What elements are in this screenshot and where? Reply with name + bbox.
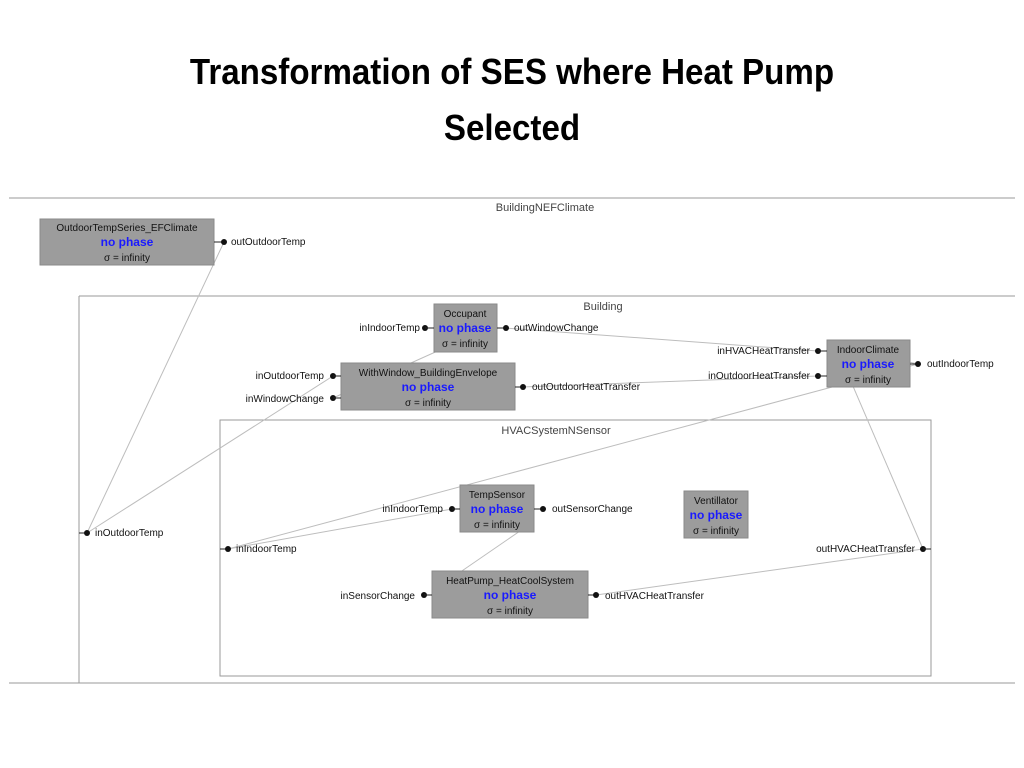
model-phase: no phase <box>690 508 743 522</box>
model-outdoor-temp-series[interactable]: OutdoorTempSeries_EFClimate no phase σ =… <box>39 218 215 266</box>
coupling-line <box>455 530 521 576</box>
model-phase: no phase <box>402 380 455 394</box>
coupling-line <box>86 241 225 534</box>
port-outdoor-out[interactable]: outOutdoorTemp <box>214 237 306 248</box>
model-phase: no phase <box>439 321 492 335</box>
model-name: HeatPump_HeatCoolSystem <box>446 576 574 587</box>
container-building: Building <box>78 295 1015 683</box>
port-building-in-outdoor[interactable]: inOutdoorTemp <box>79 528 164 539</box>
model-name: Occupant <box>444 309 487 320</box>
port-window-out[interactable]: outOutdoorHeatTransfer <box>515 382 641 393</box>
port-sensor-out[interactable]: outSensorChange <box>534 504 633 515</box>
model-phase: no phase <box>101 235 154 249</box>
coupling-lines <box>86 241 924 596</box>
container-label-building: Building <box>583 301 622 313</box>
ports: outOutdoorTemp inOutdoorTemp inIndoorTem… <box>79 237 994 602</box>
port-label: inWindowChange <box>246 394 325 405</box>
port-indoor-in-outdoor[interactable]: inOutdoorHeatTransfer <box>708 371 827 382</box>
port-heatpump-out[interactable]: outHVACHeatTransfer <box>588 591 705 602</box>
port-indoor-in-hvac[interactable]: inHVACHeatTransfer <box>717 346 827 357</box>
port-label: inOutdoorHeatTransfer <box>708 371 811 382</box>
port-window-in-outdoor[interactable]: inOutdoorTemp <box>256 371 341 382</box>
coupling-line <box>595 548 924 596</box>
port-window-in-change[interactable]: inWindowChange <box>246 394 341 405</box>
model-sigma: σ = infinity <box>405 398 451 409</box>
model-sigma: σ = infinity <box>693 526 739 537</box>
model-heat-pump[interactable]: HeatPump_HeatCoolSystem no phase σ = inf… <box>431 570 589 619</box>
container-label-hvac-system-n-sensor: HVACSystemNSensor <box>501 425 611 437</box>
coupling-line <box>227 363 919 550</box>
port-heatpump-in[interactable]: inSensorChange <box>341 591 433 602</box>
port-sensor-in[interactable]: inIndoorTemp <box>382 504 460 515</box>
port-label: inOutdoorTemp <box>95 528 164 539</box>
port-occupant-in[interactable]: inIndoorTemp <box>359 323 434 334</box>
slide-title-line-2: Selected <box>443 107 581 148</box>
container-building-nef-climate: BuildingNEFClimate <box>9 197 1015 684</box>
port-label: inIndoorTemp <box>382 504 443 515</box>
model-name: WithWindow_BuildingEnvelope <box>359 368 498 379</box>
port-label: outHVACHeatTransfer <box>816 544 916 555</box>
slide-title: Transformation of SES where Heat Pump Se… <box>41 44 983 156</box>
coupling-line <box>227 508 453 550</box>
port-label: outWindowChange <box>514 323 599 334</box>
slide-title-line-1: Transformation of SES where Heat Pump <box>189 51 835 92</box>
model-sigma: σ = infinity <box>442 339 488 350</box>
port-indoor-out[interactable]: outIndoorTemp <box>910 359 994 370</box>
coupling-line <box>504 327 819 352</box>
model-phase: no phase <box>842 357 895 371</box>
port-label: inIndoorTemp <box>359 323 420 334</box>
port-label: outHVACHeatTransfer <box>605 591 705 602</box>
model-temp-sensor[interactable]: TempSensor no phase σ = infinity <box>459 484 535 533</box>
model-sigma: σ = infinity <box>104 253 150 264</box>
port-hvac-out[interactable]: outHVACHeatTransfer <box>816 544 931 555</box>
model-sigma: σ = infinity <box>474 520 520 531</box>
port-label: inSensorChange <box>341 591 416 602</box>
port-label: inOutdoorTemp <box>256 371 325 382</box>
coupling-line <box>521 375 819 388</box>
container-label-building-nef-climate: BuildingNEFClimate <box>496 202 594 214</box>
port-label: inHVACHeatTransfer <box>717 346 810 357</box>
coupling-line <box>86 375 334 534</box>
container-hvac-system-n-sensor: HVACSystemNSensor <box>219 419 932 677</box>
model-sigma: σ = infinity <box>845 375 891 386</box>
port-hvac-in-indoor[interactable]: inIndoorTemp <box>220 544 297 555</box>
model-sigma: σ = infinity <box>487 606 533 617</box>
model-phase: no phase <box>471 502 524 516</box>
model-name: OutdoorTempSeries_EFClimate <box>56 223 198 234</box>
model-name: TempSensor <box>469 490 526 501</box>
model-with-window[interactable]: WithWindow_BuildingEnvelope no phase σ =… <box>340 362 516 411</box>
port-label: outOutdoorHeatTransfer <box>532 382 641 393</box>
model-indoor-climate[interactable]: IndoorClimate no phase σ = infinity <box>826 339 911 388</box>
port-label: outOutdoorTemp <box>231 237 306 248</box>
port-occupant-out[interactable]: outWindowChange <box>497 323 599 334</box>
model-ventillator[interactable]: Ventillator no phase σ = infinity <box>683 490 749 539</box>
port-label: inIndoorTemp <box>236 544 297 555</box>
port-label: outIndoorTemp <box>927 359 994 370</box>
port-label: outSensorChange <box>552 504 633 515</box>
model-name: IndoorClimate <box>837 345 900 356</box>
coupling-line <box>839 355 924 550</box>
model-phase: no phase <box>484 588 537 602</box>
model-name: Ventillator <box>694 496 739 507</box>
model-occupant[interactable]: Occupant no phase σ = infinity <box>433 303 498 353</box>
